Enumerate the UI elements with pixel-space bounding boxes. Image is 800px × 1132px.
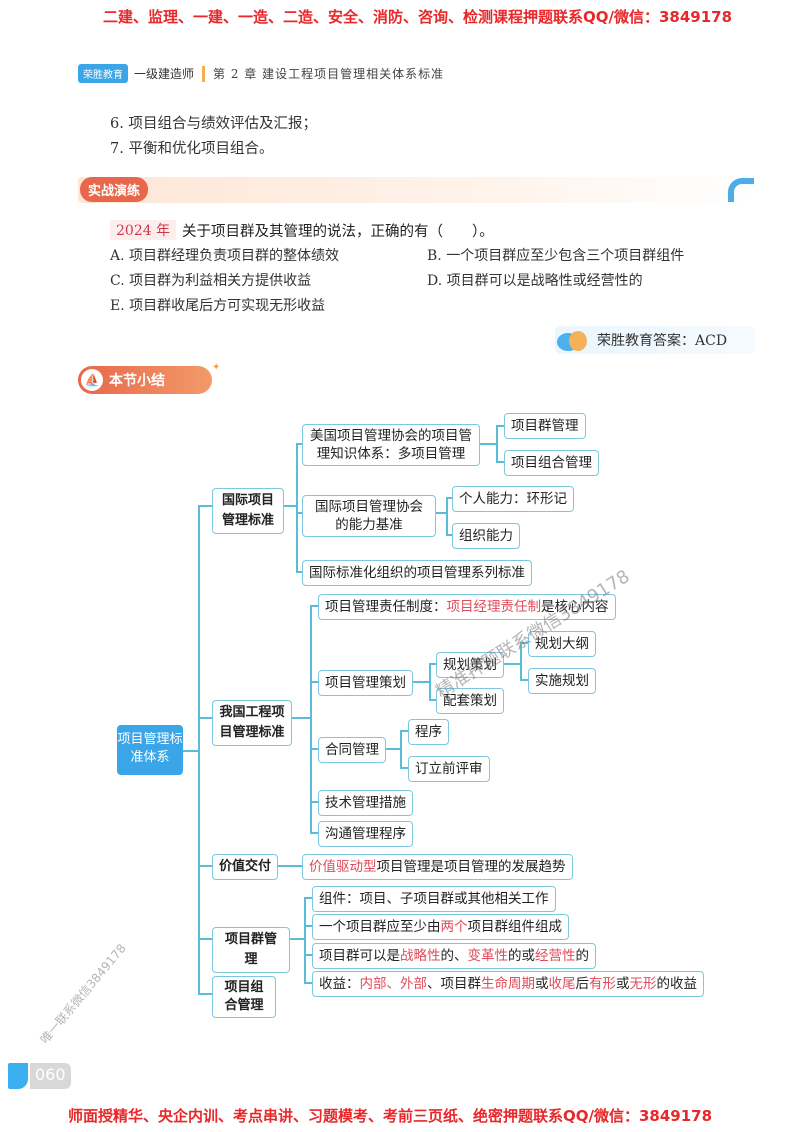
node-comm-procedure: 沟通管理程序	[318, 821, 413, 847]
practice-section-title: 实战演练	[80, 177, 149, 202]
summary-section-title: ⛵ 本节小结	[78, 366, 212, 394]
answer-box: 荣胜教育答案：ACD	[555, 326, 755, 354]
option-a: A. 项目群经理负责项目群的整体绩效	[110, 248, 340, 264]
node-org-competence: 组织能力	[452, 523, 520, 549]
mindmap-root: 项目管理标准体系	[117, 725, 183, 775]
option-b: B. 一个项目群应至少包含三个项目群组件	[427, 248, 685, 264]
node-program-min-components: 一个项目群应至少由两个项目群组件组成	[312, 914, 569, 940]
node-supporting-planning: 配套策划	[436, 688, 504, 714]
page-number: 060	[8, 1063, 71, 1089]
node-pmi: 美国项目管理协会的项目管理知识体系：多项目管理	[302, 424, 480, 466]
node-tech-measures: 技术管理措施	[318, 790, 413, 816]
node-responsibility-system: 项目管理责任制度：项目经理责任制是核心内容	[318, 594, 616, 620]
node-value-delivery: 价值交付	[212, 854, 278, 880]
node-cn-standards: 我国工程项目管理标准	[212, 700, 292, 746]
node-iso: 国际标准化组织的项目管理系列标准	[302, 560, 532, 586]
node-planning: 项目管理策划	[318, 670, 413, 696]
header-divider	[202, 65, 206, 82]
node-program-benefits: 收益：内部、外部、项目群生命周期或收尾后有形或无形的收益	[312, 971, 704, 997]
series-title: 一级建造师	[134, 67, 195, 81]
star-icon: ✦	[212, 362, 221, 373]
node-portfolio-mgmt: 项目组合管理	[504, 450, 599, 476]
question-stem: 关于项目群及其管理的说法，正确的有（ ）。	[182, 224, 494, 240]
option-e: E. 项目群收尾后方可实现无形收益	[110, 298, 326, 314]
bottom-promo-banner: 师面授精华、央企内训、考点串讲、习题模考、考前三页纸、绝密押题联系QQ/微信：3…	[68, 1107, 713, 1125]
list-item: 7. 平衡和优化项目组合。	[110, 141, 274, 157]
node-program-management: 项目群管理	[212, 927, 290, 973]
node-program-components: 组件：项目、子项目群或其他相关工作	[312, 886, 556, 912]
option-d: D. 项目群可以是战略性或经营性的	[427, 273, 643, 289]
node-portfolio-management: 项目组合管理	[212, 976, 276, 1018]
node-planning-strategy: 规划策划	[436, 652, 504, 678]
node-program-types: 项目群可以是战略性的、变革性的或经营性的	[312, 943, 596, 969]
node-procedure: 程序	[408, 719, 449, 745]
brand-logo: 荣胜教育	[78, 64, 128, 83]
summary-label: 本节小结	[109, 373, 165, 389]
node-pre-review: 订立前评审	[408, 756, 490, 782]
sailboat-icon: ⛵	[81, 369, 103, 391]
practice-section-bar	[78, 177, 754, 203]
answer-text: 荣胜教育答案：ACD	[597, 333, 728, 349]
node-implementation-plan: 实施规划	[528, 668, 596, 694]
top-promo-banner: 二建、监理、一建、一造、二造、安全、消防、咨询、检测课程押题联系QQ/微信：38…	[103, 8, 733, 26]
node-intl-standards: 国际项目管理标准	[212, 488, 284, 534]
node-program-mgmt: 项目群管理	[504, 413, 586, 439]
question-year-tag: 2024 年	[110, 220, 177, 240]
watermark: 唯一联系微信3849178	[37, 941, 129, 1047]
cloud-icon	[557, 329, 589, 351]
list-item: 6. 项目组合与绩效评估及汇报；	[110, 116, 317, 132]
page-tab-icon	[8, 1063, 28, 1089]
decorative-arc-icon	[728, 178, 754, 202]
option-c: C. 项目群为利益相关方提供收益	[110, 273, 312, 289]
node-value-driven: 价值驱动型项目管理是项目管理的发展趋势	[302, 854, 573, 880]
page-header: 荣胜教育 一级建造师 第 2 章 建设工程项目管理相关体系标准	[78, 64, 444, 83]
node-planning-outline: 规划大纲	[528, 631, 596, 657]
node-ipma: 国际项目管理协会的能力基准	[302, 495, 436, 537]
node-contract-mgmt: 合同管理	[318, 737, 386, 763]
chapter-title: 第 2 章 建设工程项目管理相关体系标准	[213, 67, 445, 81]
node-individual-competence: 个人能力：环形记	[452, 486, 574, 512]
